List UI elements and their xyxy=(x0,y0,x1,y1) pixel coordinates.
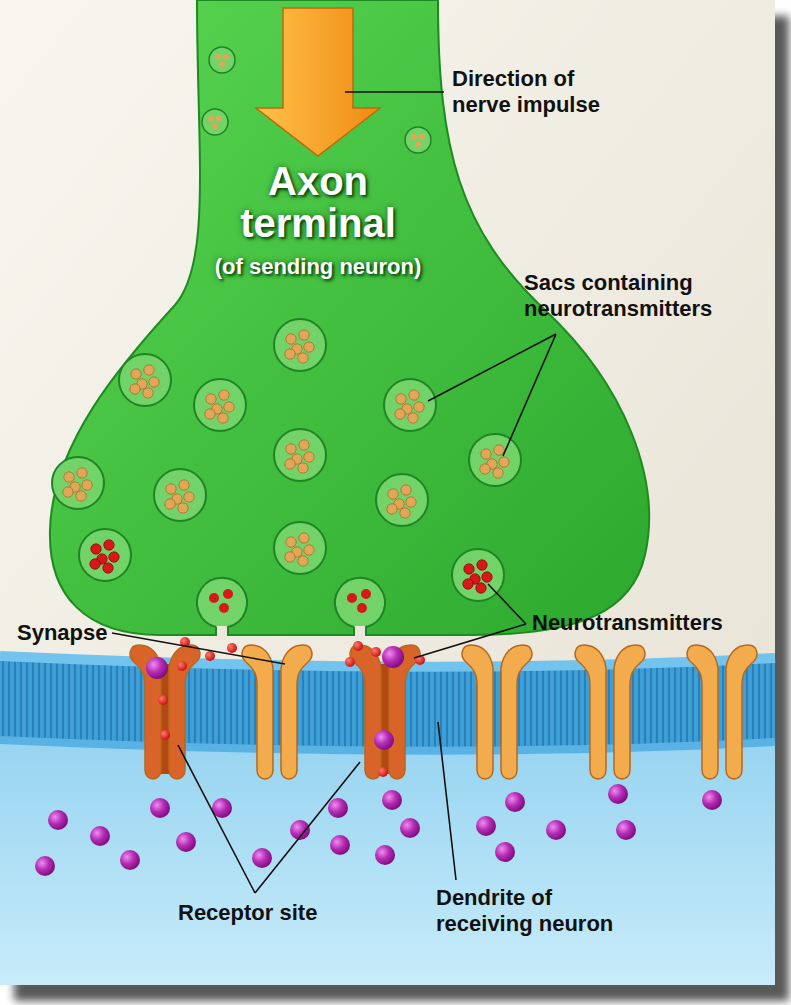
neurotransmitter-molecules xyxy=(158,637,425,777)
terminal-subtitle: (of sending neuron) xyxy=(173,254,463,280)
callout-label: Direction of nerve impulse xyxy=(452,66,634,119)
callout-label-box: Direction of nerve impulse xyxy=(452,66,634,119)
terminal-title: Axon terminal xyxy=(198,160,438,244)
callout-label-box: Dendrite of receiving neuron xyxy=(436,885,646,938)
callout-label: Receptor site xyxy=(178,900,378,926)
direction-arrow xyxy=(256,8,380,156)
leader-line xyxy=(438,722,456,880)
callout-label: Sacs containing neurotransmitters xyxy=(524,270,742,323)
panel xyxy=(0,0,775,985)
leader-line xyxy=(345,91,444,93)
leader-line xyxy=(178,745,255,893)
callout-label: Neurotransmitters xyxy=(532,610,757,636)
callout-label: Synapse xyxy=(17,620,137,646)
receptor-proteins xyxy=(130,645,757,779)
callout-label-box: Receptor site xyxy=(178,900,378,926)
leader-line xyxy=(255,762,360,893)
callout-label: Dendrite of receiving neuron xyxy=(436,885,646,938)
callout-label-box: Neurotransmitters xyxy=(532,610,757,636)
callout-label-box: Sacs containing neurotransmitters xyxy=(524,270,742,323)
callout-label-box: Synapse xyxy=(17,620,137,646)
vesicles xyxy=(52,47,521,640)
leader-line xyxy=(112,633,285,664)
ions xyxy=(35,646,722,876)
